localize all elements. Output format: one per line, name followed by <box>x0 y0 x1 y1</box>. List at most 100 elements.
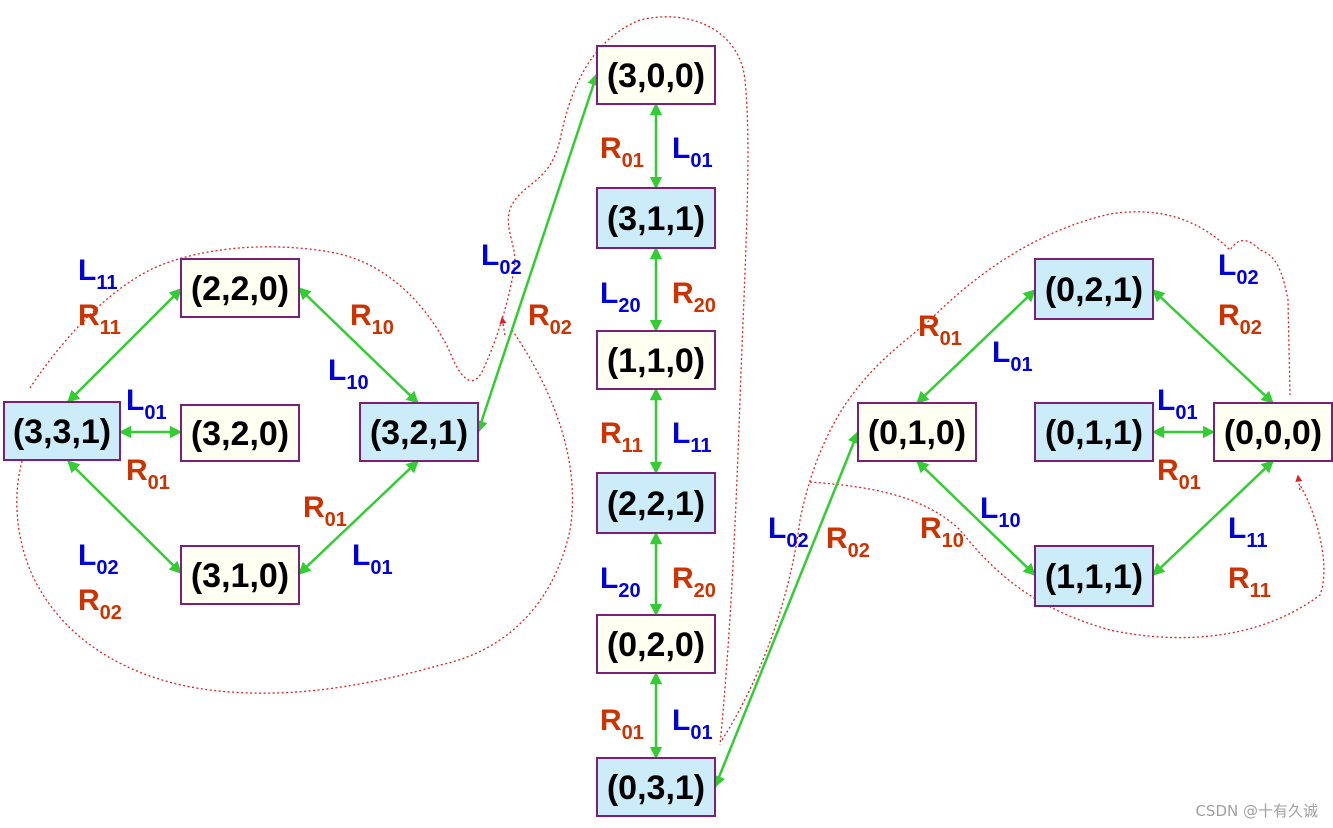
state-label: (3,3,1) <box>13 413 111 451</box>
transition-label-L10_a: L10 <box>328 354 369 394</box>
state-box <box>180 258 300 318</box>
label-subscript: 10 <box>372 317 394 339</box>
transition-label-L10_b: L10 <box>980 492 1021 532</box>
label-main: L <box>1218 249 1236 282</box>
transition-label-R02_b: R02 <box>528 299 572 339</box>
state-node-n320: (3,2,0) <box>180 404 300 462</box>
label-main: R <box>600 417 622 450</box>
state-box <box>1034 258 1154 320</box>
edge-n111-n000 <box>1152 460 1274 576</box>
state-label: (3,2,0) <box>191 415 289 453</box>
label-main: R <box>78 584 100 617</box>
label-main: R <box>126 454 148 487</box>
transition-label-R01_c: R01 <box>600 132 644 172</box>
state-label: (1,1,1) <box>1045 558 1143 596</box>
boundary-left-tail <box>499 316 507 336</box>
transition-label-L11_a: L11 <box>78 254 117 294</box>
label-main: L <box>980 492 998 525</box>
label-main: R <box>920 512 942 545</box>
label-main: R <box>600 704 622 737</box>
state-label: (3,2,1) <box>370 414 468 452</box>
state-node-n010: (0,1,0) <box>857 402 977 462</box>
label-main: L <box>768 512 786 545</box>
label-subscript: 20 <box>694 295 716 317</box>
transition-label-R11_a: R11 <box>78 299 121 339</box>
label-subscript: 11 <box>96 272 117 294</box>
state-box <box>596 330 716 390</box>
state-node-n111: (1,1,1) <box>1034 545 1154 607</box>
label-subscript: 02 <box>96 557 118 579</box>
transition-label-R01_f: R01 <box>1157 454 1201 494</box>
label-main: R <box>600 132 622 165</box>
transition-label-R10_a: R10 <box>350 299 394 339</box>
state-box <box>857 402 977 462</box>
state-box <box>596 472 716 534</box>
edge-n220-n321 <box>298 287 419 404</box>
label-main: L <box>481 239 499 272</box>
transition-label-L20_a: L20 <box>600 277 641 317</box>
transition-label-L01_d: L01 <box>672 704 713 744</box>
label-subscript: 01 <box>370 557 392 579</box>
state-label: (0,2,0) <box>607 626 705 664</box>
state-node-n310: (3,1,0) <box>180 545 300 605</box>
label-main: R <box>1157 454 1179 487</box>
transition-label-R11_c: R11 <box>1228 562 1271 602</box>
label-main: L <box>1157 384 1175 417</box>
label-subscript: 02 <box>1236 267 1258 289</box>
transition-label-R20_b: R20 <box>672 562 716 602</box>
transition-label-L01_f: L01 <box>1157 384 1198 424</box>
edge-n331-n310 <box>67 460 182 574</box>
state-box <box>180 404 300 462</box>
boundary-right-tail <box>1295 474 1303 491</box>
state-box <box>596 614 716 674</box>
label-subscript: 11 <box>690 435 711 457</box>
edge-n021-n000 <box>1152 289 1274 404</box>
state-node-n311: (3,1,1) <box>596 187 716 249</box>
state-node-n020: (0,2,0) <box>596 614 716 674</box>
label-subscript: 11 <box>1246 530 1267 552</box>
label-subscript: 11 <box>622 435 643 457</box>
boundary-right-upper <box>721 211 1291 741</box>
label-subscript: 01 <box>690 722 712 744</box>
label-main: L <box>600 562 618 595</box>
transition-label-R01_e: R01 <box>918 310 962 350</box>
label-subscript: 11 <box>100 317 121 339</box>
transition-label-L02_d: L02 <box>1218 249 1259 289</box>
state-label: (2,2,0) <box>191 270 289 308</box>
label-subscript: 01 <box>1179 472 1201 494</box>
label-main: R <box>672 277 694 310</box>
label-subscript: 01 <box>622 722 644 744</box>
label-subscript: 20 <box>694 580 716 602</box>
label-subscript: 01 <box>1010 354 1032 376</box>
label-main: L <box>352 539 370 572</box>
label-subscript: 01 <box>1175 402 1197 424</box>
boundary-right-region <box>809 481 1325 639</box>
label-subscript: 02 <box>499 257 521 279</box>
state-node-n011: (0,1,1) <box>1034 402 1154 462</box>
node-group: (3,3,1)(2,2,0)(3,2,0)(3,2,1)(3,1,0)(3,0,… <box>3 45 1333 817</box>
edge-n031-n010 <box>713 430 860 789</box>
transition-label-L02_b: L02 <box>481 239 522 279</box>
label-main: R <box>1218 299 1240 332</box>
label-main: L <box>992 336 1010 369</box>
label-main: R <box>918 310 940 343</box>
transition-label-R02_a: R02 <box>78 584 122 624</box>
label-main: L <box>126 384 144 417</box>
transition-label-L11_c: L11 <box>1228 512 1267 552</box>
label-subscript: 20 <box>618 295 640 317</box>
label-main: L <box>672 417 690 450</box>
state-node-n321: (3,2,1) <box>359 402 479 462</box>
transition-label-R11_b: R11 <box>600 417 643 457</box>
label-subscript: 11 <box>1250 580 1271 602</box>
state-label: (2,2,1) <box>607 485 705 523</box>
transition-label-R10_b: R10 <box>920 512 964 552</box>
label-main: R <box>672 562 694 595</box>
label-main: L <box>78 254 96 287</box>
state-label: (0,1,1) <box>1045 414 1143 452</box>
state-box <box>359 402 479 462</box>
watermark: CSDN @十有久诚 <box>1195 802 1318 820</box>
state-node-n021: (0,2,1) <box>1034 258 1154 320</box>
label-subscript: 02 <box>550 317 572 339</box>
state-node-n110: (1,1,0) <box>596 330 716 390</box>
label-main: L <box>78 539 96 572</box>
